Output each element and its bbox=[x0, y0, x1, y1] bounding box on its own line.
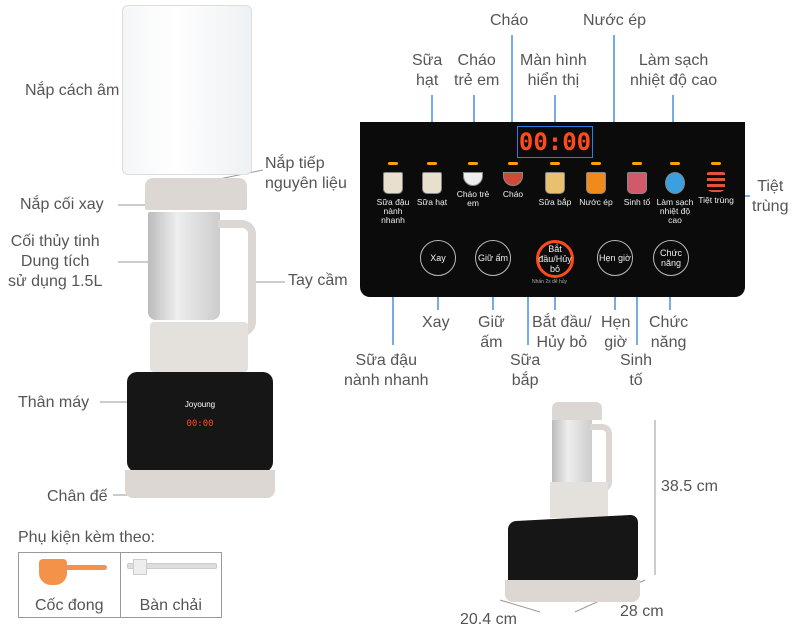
function-button[interactable]: Chức năng bbox=[653, 240, 689, 276]
machine-body: Joyoung 00:00 bbox=[127, 372, 273, 472]
dimension-depth: 28 cm bbox=[620, 603, 664, 620]
measuring-cup-icon bbox=[39, 559, 67, 585]
mode-corn-milk[interactable]: Sữa bắp bbox=[535, 162, 575, 207]
mode-nut-milk[interactable]: Sữa hạt bbox=[412, 162, 452, 207]
handle bbox=[218, 220, 256, 336]
dimension-width: 20.4 cm bbox=[460, 611, 517, 628]
jar-collar bbox=[150, 322, 248, 372]
mini-display: 00:00 bbox=[186, 419, 214, 429]
callout-function: Chức năng bbox=[649, 314, 689, 351]
accessory-measuring-cup: Cốc đong bbox=[19, 553, 121, 617]
callout-keep-warm: Giữ ấm bbox=[478, 314, 505, 351]
mode-smoothie[interactable]: Sinh tố bbox=[617, 162, 657, 207]
keep-warm-button[interactable]: Giữ ấm bbox=[475, 240, 511, 276]
callout-display: Màn hình hiển thị bbox=[520, 52, 587, 89]
dimension-height: 38.5 cm bbox=[661, 478, 718, 495]
accessory-brush: Bàn chải bbox=[121, 553, 222, 617]
mode-sterilize[interactable]: Tiệt trùng bbox=[696, 162, 736, 205]
blender-lid bbox=[145, 178, 247, 210]
label-glass-jar: Cối thủy tinh Dung tích sử dụng 1.5L bbox=[8, 233, 103, 290]
mode-baby-porridge[interactable]: Cháo trẻ em bbox=[453, 162, 493, 208]
callout-sterilize: Tiệt trùng bbox=[752, 178, 789, 215]
accessories-box: Cốc đong Bàn chải bbox=[18, 552, 222, 618]
display-screen: 00:00 bbox=[517, 126, 593, 158]
label-sound-cover: Nắp cách âm bbox=[25, 82, 120, 99]
mode-juice[interactable]: Nước ép bbox=[576, 162, 616, 207]
sound-cover bbox=[122, 5, 252, 175]
glass-jar bbox=[148, 212, 220, 320]
brand-logo: Joyoung bbox=[184, 400, 216, 409]
callout-start-cancel: Bắt đầu/ Hủy bỏ bbox=[532, 314, 592, 351]
control-panel: 00:00 Sữa đậu nành nhanh Sữa hạt Cháo tr… bbox=[360, 122, 745, 297]
callout-juice: Nước ép bbox=[583, 12, 646, 29]
label-feed-lid: Nắp tiếp nguyên liệu bbox=[265, 155, 347, 192]
start-cancel-button[interactable]: Bắt đầu/Hủy bỏ bbox=[536, 240, 574, 278]
base-foot bbox=[125, 470, 275, 498]
label-handle: Tay cầm bbox=[288, 272, 348, 289]
callout-baby-porridge: Cháo trẻ em bbox=[454, 52, 500, 89]
mode-soy-milk[interactable]: Sữa đậu nành nhanh bbox=[373, 162, 413, 225]
callout-timer: Hẹn giờ bbox=[601, 314, 631, 351]
mode-porridge[interactable]: Cháo bbox=[493, 162, 533, 199]
accessory-label: Bàn chải bbox=[139, 597, 202, 614]
callout-nut-milk: Sữa hạt bbox=[412, 52, 443, 89]
accessory-label: Cốc đong bbox=[35, 597, 104, 614]
callout-corn-milk: Sữa bắp bbox=[510, 352, 541, 389]
callout-porridge: Cháo bbox=[490, 12, 529, 29]
label-foot: Chân đế bbox=[47, 488, 108, 505]
brush-icon bbox=[126, 563, 217, 569]
grind-button[interactable]: Xay bbox=[420, 240, 456, 276]
accessories-title: Phụ kiện kèm theo: bbox=[18, 529, 155, 546]
callout-smoothie: Sinh tố bbox=[620, 352, 653, 389]
callout-soy-milk: Sữa đậu nành nhanh bbox=[344, 352, 429, 389]
label-body: Thân máy bbox=[18, 394, 90, 411]
label-jar-lid: Nắp cối xay bbox=[20, 196, 104, 213]
callout-grind: Xay bbox=[422, 314, 450, 331]
cancel-hint: Nhấn 2s để hủy bbox=[532, 279, 568, 285]
timer-button[interactable]: Hẹn giờ bbox=[597, 240, 633, 276]
mode-high-temp-clean[interactable]: Làm sạch nhiệt độ cao bbox=[655, 162, 695, 225]
callout-clean: Làm sạch nhiệt độ cao bbox=[630, 52, 718, 89]
